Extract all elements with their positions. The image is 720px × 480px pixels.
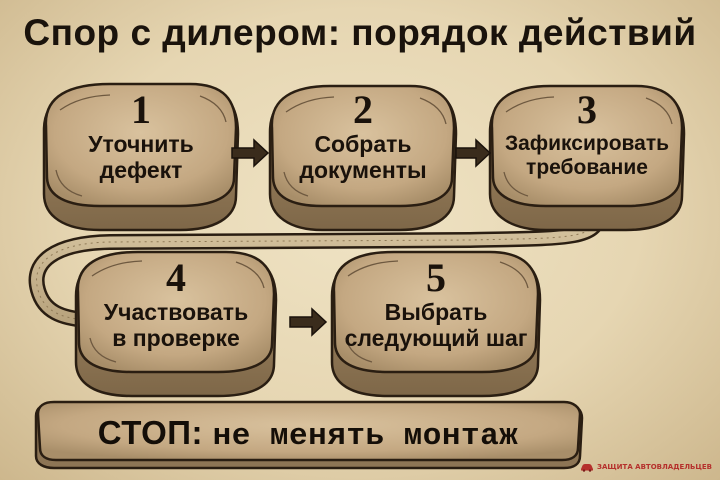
arrow-2-to-3 — [455, 138, 492, 168]
step-1-line1: Уточнить — [88, 131, 194, 157]
connector-path-3-to-4 — [28, 207, 606, 328]
step-1-line2: дефект — [99, 156, 183, 183]
step-3-line1: Зафиксировать — [504, 132, 670, 155]
stone-step-2 — [268, 84, 458, 232]
logo: ЗАЩИТА АВТОВЛАДЕЛЬЦЕВ — [580, 462, 712, 472]
step-2-line2: документы — [299, 156, 427, 183]
step-4-number: 4 — [166, 255, 186, 300]
step-5-text: 5 Выбрать следующий шаг — [334, 256, 538, 352]
arrow-4-to-5 — [289, 307, 328, 337]
step-4-line2: в проверке — [112, 324, 240, 351]
step-2-text: 2 Собрать документы — [272, 88, 454, 184]
stop-banner-prefix: СТОП: — [97, 414, 203, 451]
step-4-text: 4 Участвовать в проверке — [78, 256, 274, 352]
step-2-number: 2 — [353, 87, 373, 132]
stone-step-1 — [42, 82, 240, 232]
arrow-1-to-2 — [231, 138, 270, 168]
step-4-line1: Участвовать — [103, 299, 249, 325]
step-1-number: 1 — [131, 87, 151, 132]
stone-step-5 — [330, 250, 542, 398]
diagram-title: Спор с дилером: порядок действий — [23, 12, 697, 53]
step-3-text: 3 Зафиксировать требование — [492, 88, 682, 179]
stop-banner-slab — [34, 400, 584, 470]
stop-banner: СТОП: не менять монтаж — [38, 404, 578, 462]
stone-step-4 — [74, 250, 278, 398]
step-5-line1: Выбрать — [384, 299, 488, 325]
logo-text: ЗАЩИТА АВТОВЛАДЕЛЬЦЕВ — [597, 463, 712, 471]
step-3-line2: требование — [526, 155, 648, 179]
step-1-text: 1 Уточнить дефект — [46, 88, 236, 184]
step-5-number: 5 — [426, 255, 446, 300]
stone-step-3 — [488, 84, 686, 232]
step-5-line2: следующий шаг — [344, 324, 528, 351]
stop-banner-text: не менять монтаж — [212, 419, 519, 454]
step-3-number: 3 — [577, 87, 597, 132]
step-2-line1: Собрать — [314, 131, 412, 157]
car-shield-icon — [581, 464, 594, 472]
